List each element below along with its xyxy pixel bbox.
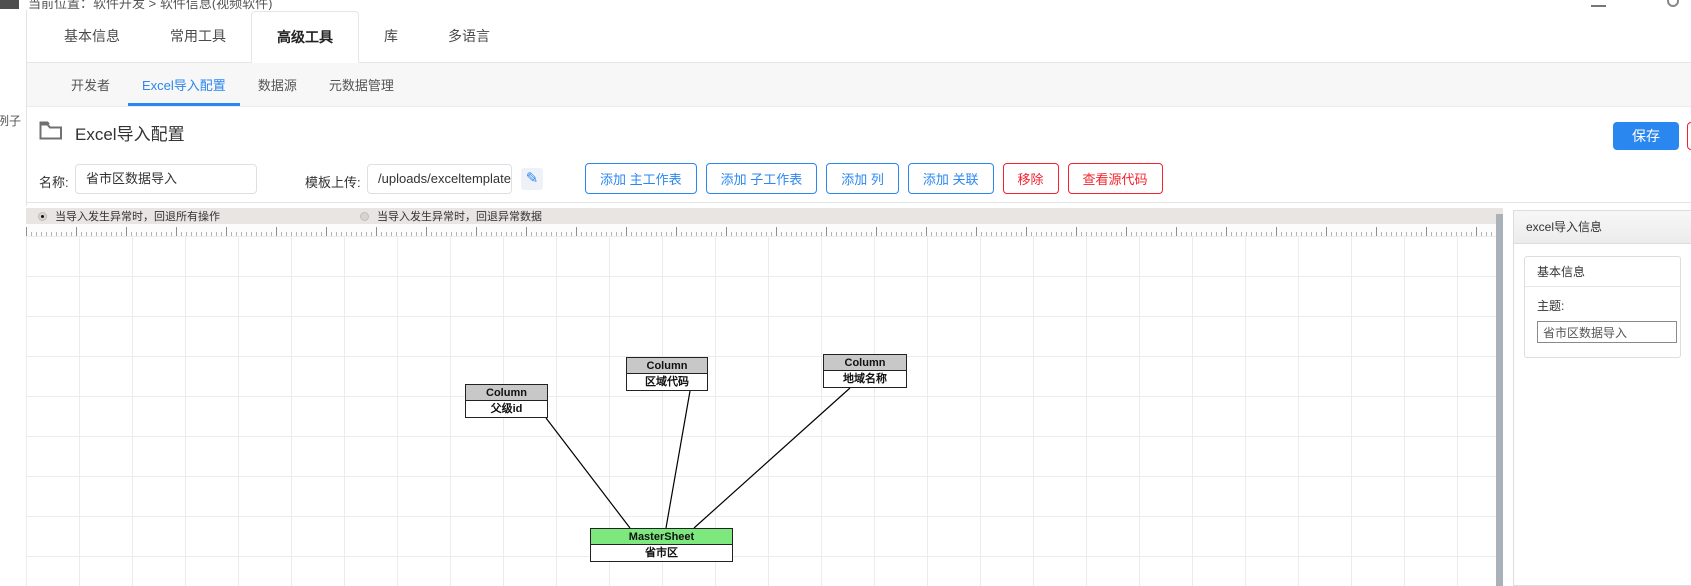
connection-lines <box>545 387 851 529</box>
user-icon[interactable] <box>1667 0 1679 7</box>
canvas-ruler <box>26 224 1496 236</box>
sidebar-label[interactable]: 例子 <box>0 114 22 128</box>
template-upload-label: 模板上传: <box>305 175 361 190</box>
subject-label: 主题: <box>1537 299 1565 313</box>
tab-advanced-tools[interactable]: 高级工具 <box>251 11 359 63</box>
column-node-region-code[interactable]: Column 区域代码 <box>626 357 708 391</box>
tab-basic-info[interactable]: 基本信息 <box>64 28 120 44</box>
folder-icon <box>39 121 62 140</box>
sub-tab-bar: 开发者 Excel导入配置 数据源 元数据管理 <box>27 63 1691 107</box>
page-title: Excel导入配置 <box>75 125 185 144</box>
node-type-label: Column <box>627 358 707 374</box>
top-strip: 当前位置：软件开发 > 软件信息(视频软件) <box>0 0 1691 10</box>
add-child-sheet-button[interactable]: 添加 子工作表 <box>705 163 818 194</box>
node-name-label: 省市区 <box>645 547 678 559</box>
remove-button[interactable]: 移除 <box>1002 163 1059 194</box>
column-node-region-name[interactable]: Column 地域名称 <box>823 354 907 388</box>
column-node-parent-id[interactable]: Column 父级id <box>465 384 548 418</box>
main-tab-bar: 基本信息 常用工具 高级工具 库 多语言 <box>27 10 1691 63</box>
rollback-error-option[interactable]: 当导入发生异常时，回退异常数据 <box>360 208 542 224</box>
tab-library[interactable]: 库 <box>384 28 398 44</box>
subtab-datasource[interactable]: 数据源 <box>257 78 297 93</box>
subtab-metadata[interactable]: 元数据管理 <box>328 78 394 93</box>
edit-template-icon[interactable]: ✎ <box>521 168 543 190</box>
excel-import-info-panel: excel导入信息 基本信息 主题: <box>1513 210 1691 586</box>
save-button[interactable]: 保存 <box>1613 122 1679 150</box>
view-source-button[interactable]: 查看源代码 <box>1067 163 1163 194</box>
breadcrumb: 当前位置：软件开发 > 软件信息(视频软件) <box>28 0 273 10</box>
rollback-error-label: 当导入发生异常时，回退异常数据 <box>377 211 542 223</box>
toolbar-buttons: 添加 主工作表 添加 子工作表 添加 列 添加 关联 移除 查看源代码 <box>585 163 1163 194</box>
node-type-label: Column <box>466 385 547 401</box>
clipped-danger-button[interactable] <box>1687 122 1691 150</box>
tab-common-tools[interactable]: 常用工具 <box>170 28 226 44</box>
subtab-excel-import-config[interactable]: Excel导入配置 <box>126 63 242 106</box>
scrollbar-thumb[interactable] <box>1496 214 1503 586</box>
subtab-developer[interactable]: 开发者 <box>71 78 111 93</box>
node-type-label: MasterSheet <box>591 529 732 545</box>
home-tag-icon <box>0 0 19 9</box>
node-name-label: 父级id <box>490 403 523 415</box>
name-input[interactable]: 省市区数据导入 <box>75 164 257 194</box>
name-label: 名称: <box>39 175 69 190</box>
master-sheet-node[interactable]: MasterSheet 省市区 <box>590 528 733 562</box>
basic-info-card: 基本信息 主题: <box>1524 256 1681 358</box>
node-name-label: 地域名称 <box>843 373 887 385</box>
node-name-label: 区域代码 <box>645 376 689 388</box>
node-type-label: Column <box>824 355 906 371</box>
add-column-button[interactable]: 添加 列 <box>826 163 899 194</box>
diagram-canvas: 当导入发生异常时，回退所有操作 当导入发生异常时，回退异常数据 Column 父… <box>26 208 1503 586</box>
basic-info-section-title: 基本信息 <box>1525 257 1680 287</box>
config-form: 名称: 省市区数据导入 模板上传: /uploads/exceltemplate… <box>27 155 1691 203</box>
sidebar-divider <box>26 10 27 206</box>
rollback-all-option[interactable]: 当导入发生异常时，回退所有操作 <box>38 208 220 224</box>
subject-input[interactable] <box>1537 321 1677 343</box>
rollback-all-label: 当导入发生异常时，回退所有操作 <box>55 211 220 223</box>
rollback-option-bar: 当导入发生异常时，回退所有操作 当导入发生异常时，回退异常数据 <box>26 208 1503 224</box>
canvas-scrollbar[interactable] <box>1496 214 1503 586</box>
panel-title: excel导入信息 <box>1514 211 1691 244</box>
add-master-sheet-button[interactable]: 添加 主工作表 <box>585 163 697 194</box>
radio-selected-icon[interactable] <box>38 211 47 221</box>
hamburger-icon[interactable] <box>1591 0 1606 7</box>
canvas-grid[interactable]: Column 父级id Column 区域代码 Column 地域名称 Mast… <box>26 236 1496 586</box>
page-header: Excel导入配置 <box>27 107 1691 155</box>
tab-multilanguage[interactable]: 多语言 <box>448 28 490 44</box>
template-path-input[interactable]: /uploads/exceltemplate/省市区三级 <box>367 164 512 194</box>
radio-unselected-icon[interactable] <box>360 211 369 221</box>
add-relation-button[interactable]: 添加 关联 <box>907 163 994 194</box>
